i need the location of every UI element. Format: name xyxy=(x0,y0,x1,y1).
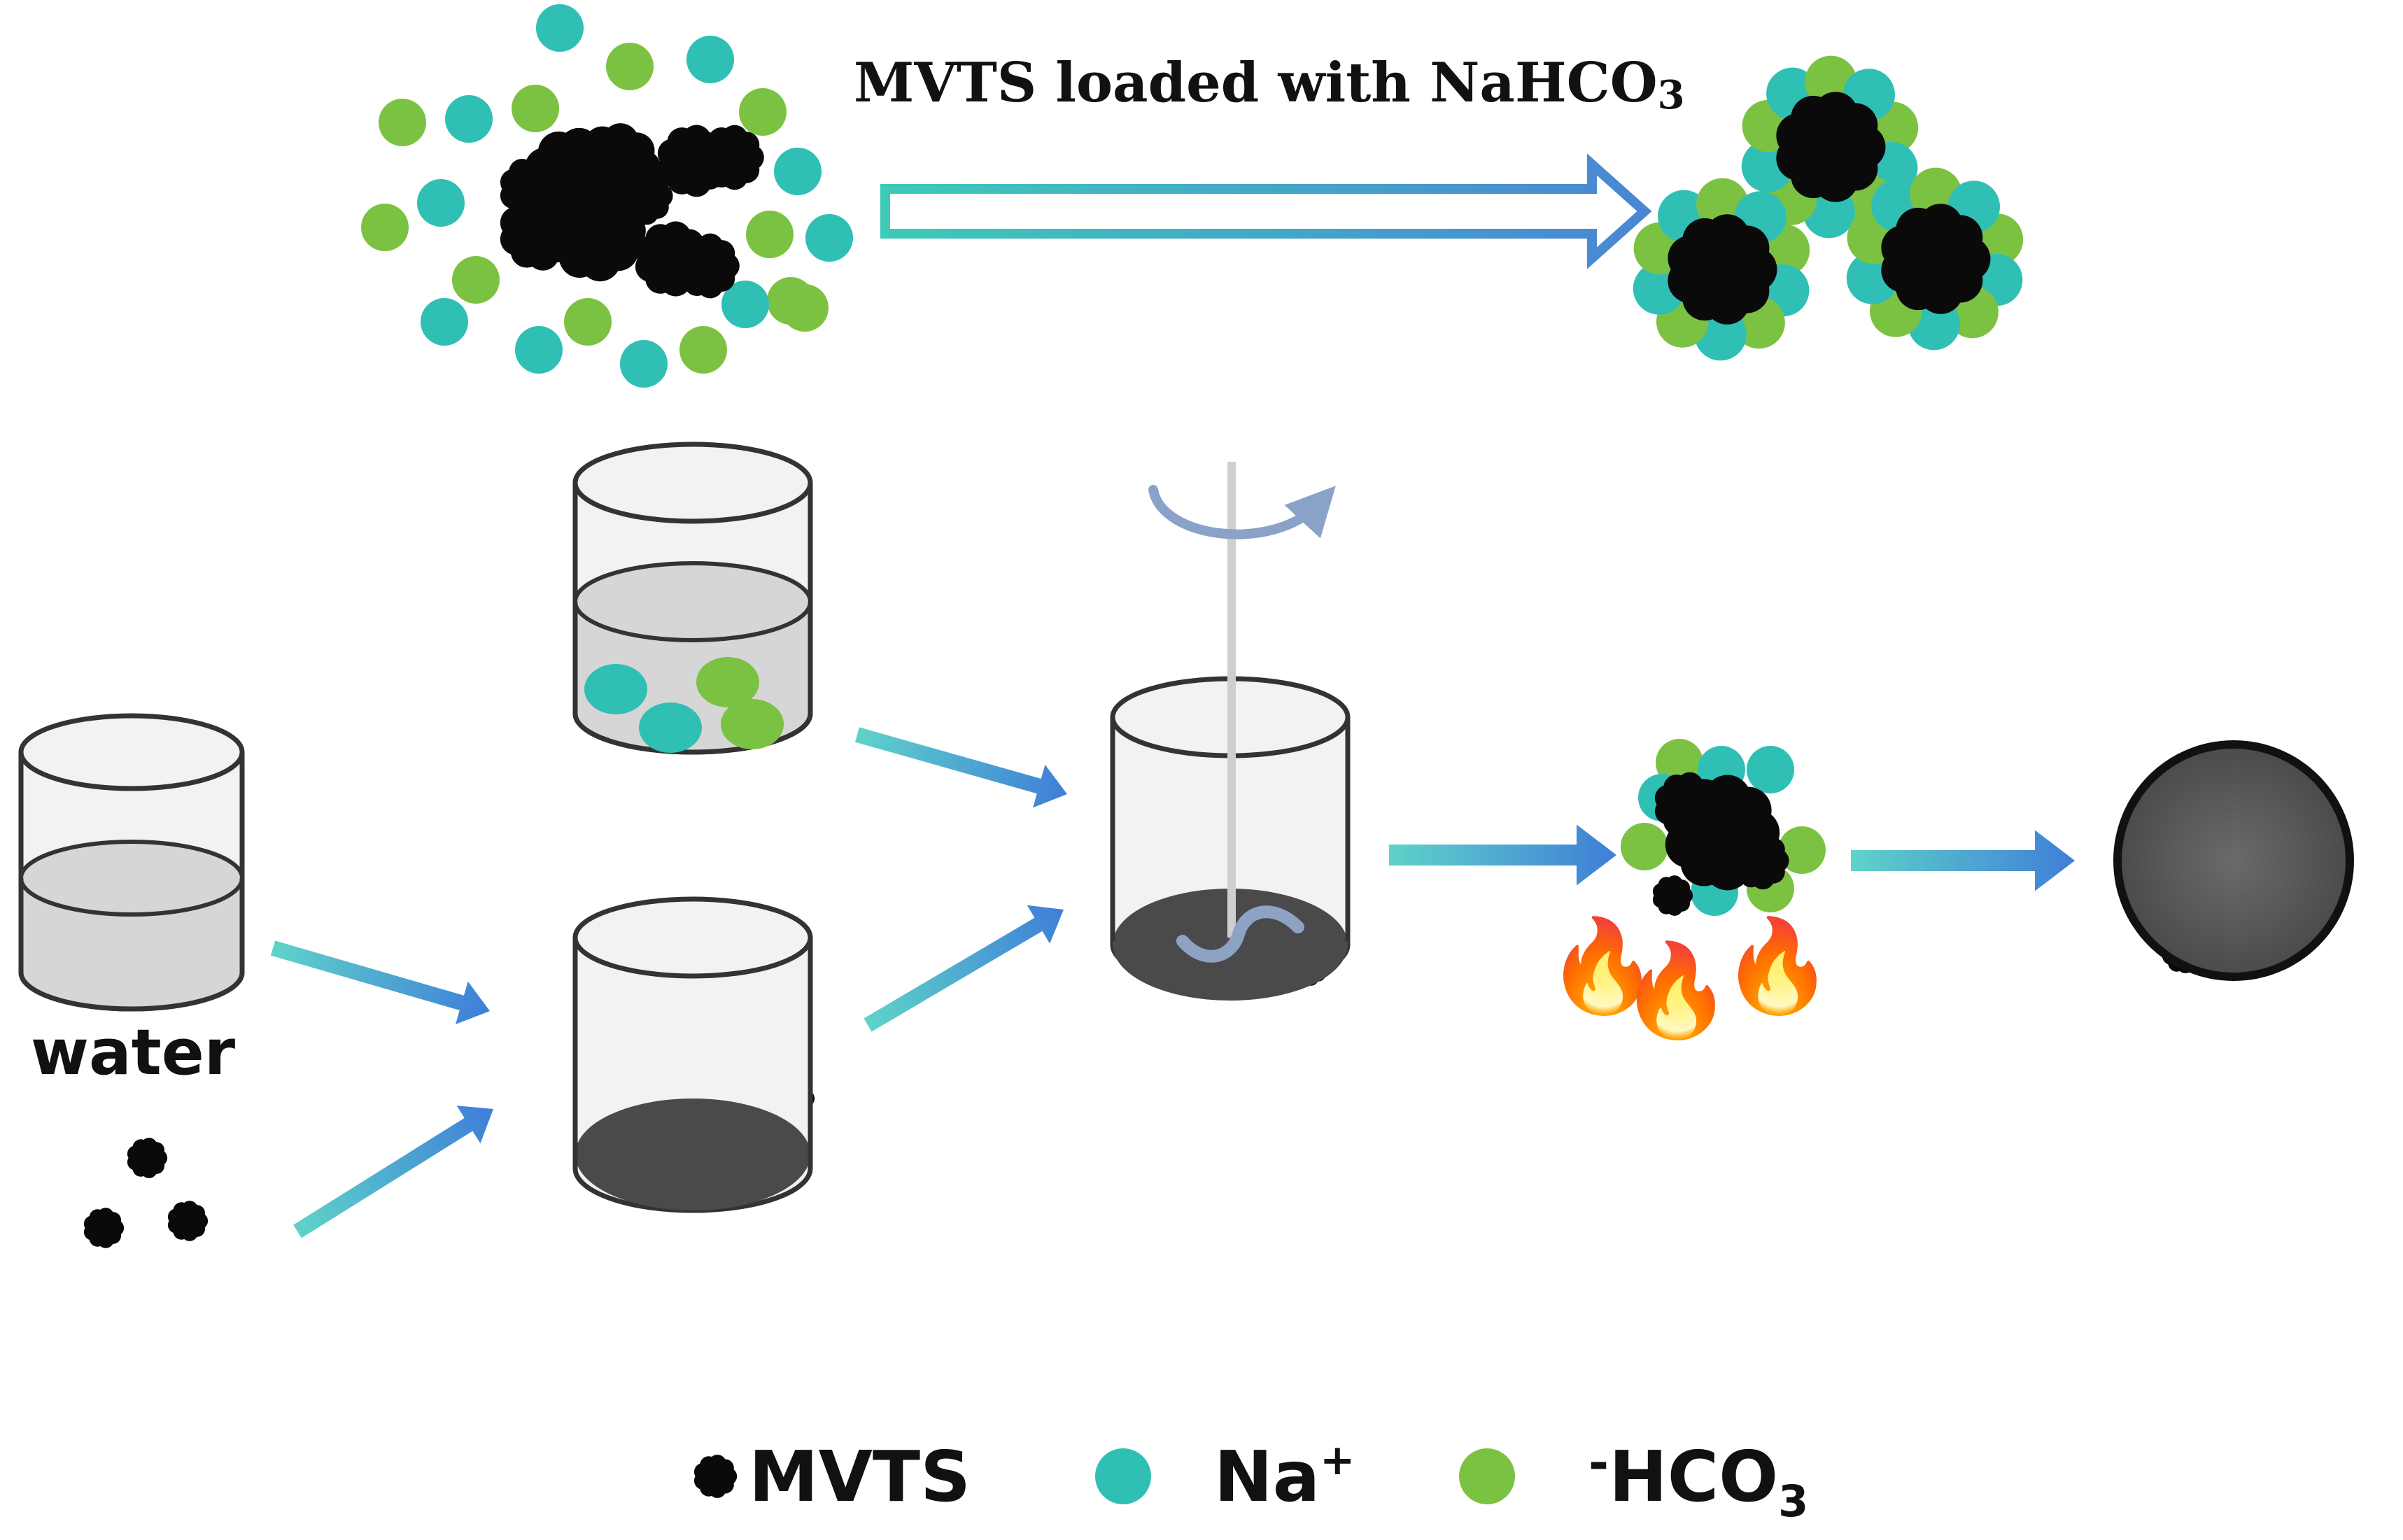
hco3-ion xyxy=(452,256,500,304)
hco3-ion xyxy=(512,85,559,132)
process-title: MVTS loaded with NaHCO3 xyxy=(854,51,1685,118)
na-ion xyxy=(1747,746,1794,793)
mvts-particle xyxy=(127,1138,168,1178)
na-ion xyxy=(417,179,465,227)
beaker-stirring xyxy=(1110,462,1351,1001)
na-ion xyxy=(445,95,493,143)
legend-mvts-label: MVTS xyxy=(749,1436,971,1518)
mvts-particle xyxy=(1652,875,1693,916)
legend-na-swatch xyxy=(1095,1448,1151,1504)
mvts-particle xyxy=(1776,92,1886,202)
hco3-ion xyxy=(781,284,829,332)
loading-arrow xyxy=(880,153,1652,269)
mvts-particle xyxy=(1654,772,1719,838)
mvts-particle xyxy=(167,1201,209,1241)
legend: MVTS Na+ -HCO3 xyxy=(693,1434,1808,1527)
mvts-particle xyxy=(693,1455,738,1498)
mvts-particle xyxy=(545,180,646,282)
mvts-particle xyxy=(699,125,764,190)
hco3-ion xyxy=(746,211,794,258)
hco3-ion xyxy=(361,204,409,251)
water-label: water xyxy=(31,1016,236,1089)
mvts-particle xyxy=(83,1208,125,1248)
legend-mvts-swatch xyxy=(693,1455,738,1498)
legend-hco3-swatch xyxy=(1459,1448,1515,1504)
process-arrow xyxy=(864,905,1064,1032)
hco3-ion xyxy=(379,99,426,146)
hco3-ion xyxy=(721,699,784,749)
hco3-ion xyxy=(696,657,759,707)
heating-flames: 🔥 🔥 🔥 xyxy=(1546,912,1834,1043)
hco3-ion xyxy=(1621,823,1668,870)
heated-coated-particle xyxy=(1621,739,1826,916)
process-arrow xyxy=(1851,830,2075,891)
mvts-particle xyxy=(1668,214,1777,325)
hco3-ion xyxy=(606,43,654,90)
mvts-particle xyxy=(500,156,565,222)
na-ion xyxy=(639,702,702,753)
hco3-ion xyxy=(1778,826,1826,874)
stirrer-blade xyxy=(1176,905,1304,963)
na-ion xyxy=(686,36,734,83)
flame-icon: 🔥 xyxy=(1619,937,1733,1043)
beaker-mvts-dispersion xyxy=(572,896,813,1213)
process-arrow xyxy=(855,727,1067,808)
na-ion xyxy=(721,281,769,328)
na-ion xyxy=(536,4,584,52)
mvts-particle xyxy=(1731,831,1789,890)
coated-particles-group xyxy=(1633,55,2024,361)
beaker-salt-solution xyxy=(572,441,813,755)
na-ion xyxy=(774,148,822,195)
na-ion xyxy=(620,340,668,388)
process-arrows xyxy=(270,727,2075,1238)
na-ion xyxy=(421,298,468,346)
hco3-ion xyxy=(679,326,727,374)
hco3-ion xyxy=(739,88,787,136)
process-arrow xyxy=(270,940,490,1024)
coated-mvts-particle xyxy=(1846,167,2024,351)
rotation-arrow-icon xyxy=(1148,485,1336,539)
flame-icon: 🔥 xyxy=(1721,912,1834,1019)
mvts-raw-particles xyxy=(83,1138,209,1248)
na-ion xyxy=(515,326,563,374)
na-ion xyxy=(805,214,853,262)
hco3-ion xyxy=(564,298,612,346)
flame-icon: 🔥 xyxy=(1546,912,1659,1019)
mvts-particle xyxy=(615,167,673,225)
mvts-particle xyxy=(1881,204,1991,314)
mvts-aggregate-with-ions xyxy=(361,4,853,388)
coated-mvts-particle xyxy=(1633,178,1810,361)
process-arrow xyxy=(293,1105,493,1238)
mvts-particle xyxy=(675,233,740,299)
product-disc xyxy=(2113,740,2354,981)
process-arrow xyxy=(1389,824,1616,886)
na-ion xyxy=(584,664,647,714)
legend-hco3-label: -HCO3 xyxy=(1588,1434,1808,1527)
beaker-water xyxy=(18,713,245,1012)
legend-na-label: Na+ xyxy=(1214,1436,1355,1518)
